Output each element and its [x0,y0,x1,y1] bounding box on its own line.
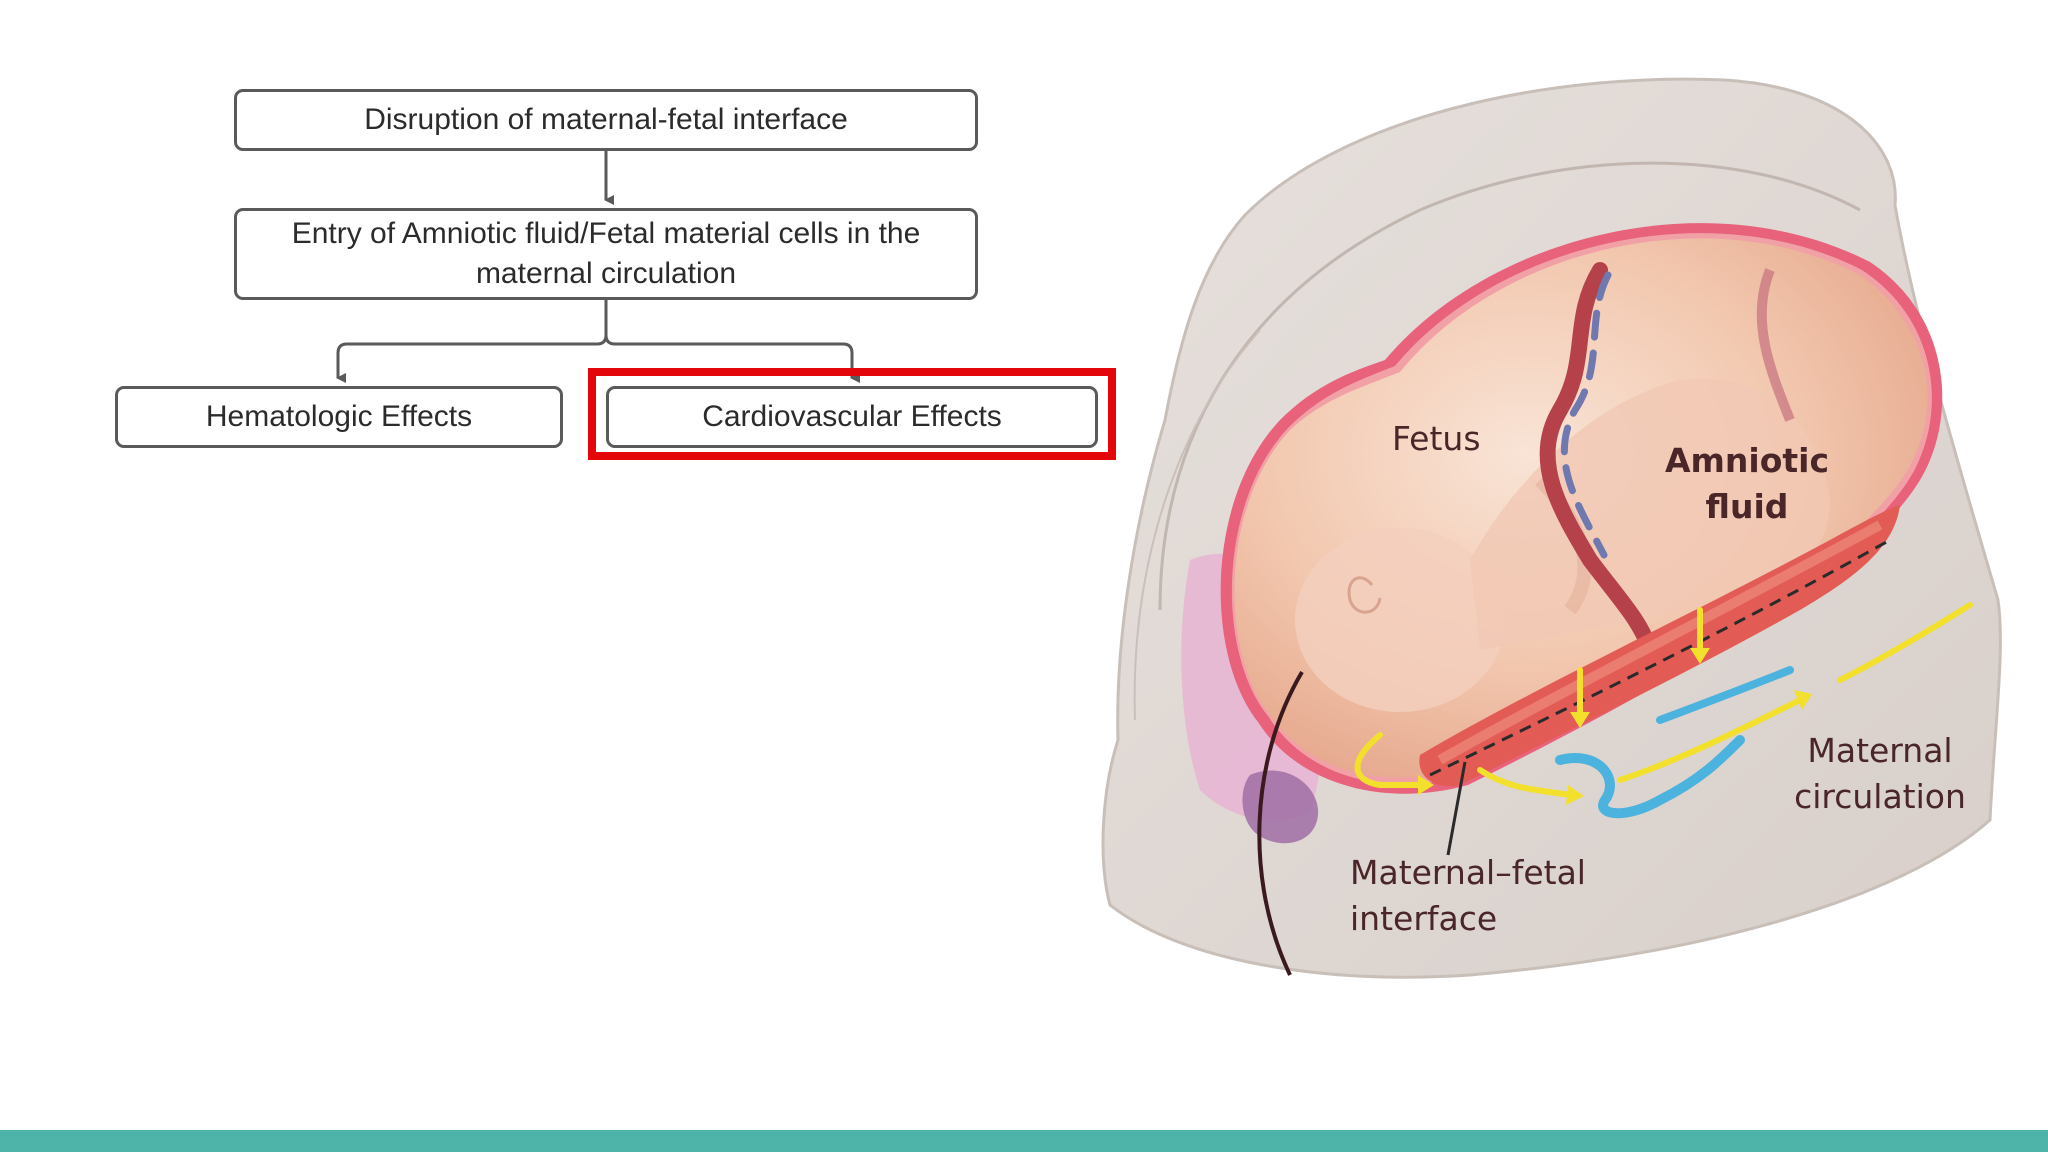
label-maternal-circulation: Maternal circulation [1790,728,1970,820]
label-maternal-fetal-interface: Maternal–fetal interface [1350,850,1590,942]
footer-accent-bar [0,1130,2048,1152]
label-amniotic-fluid: Amniotic fluid [1664,438,1830,530]
label-fetus: Fetus [1392,416,1481,462]
